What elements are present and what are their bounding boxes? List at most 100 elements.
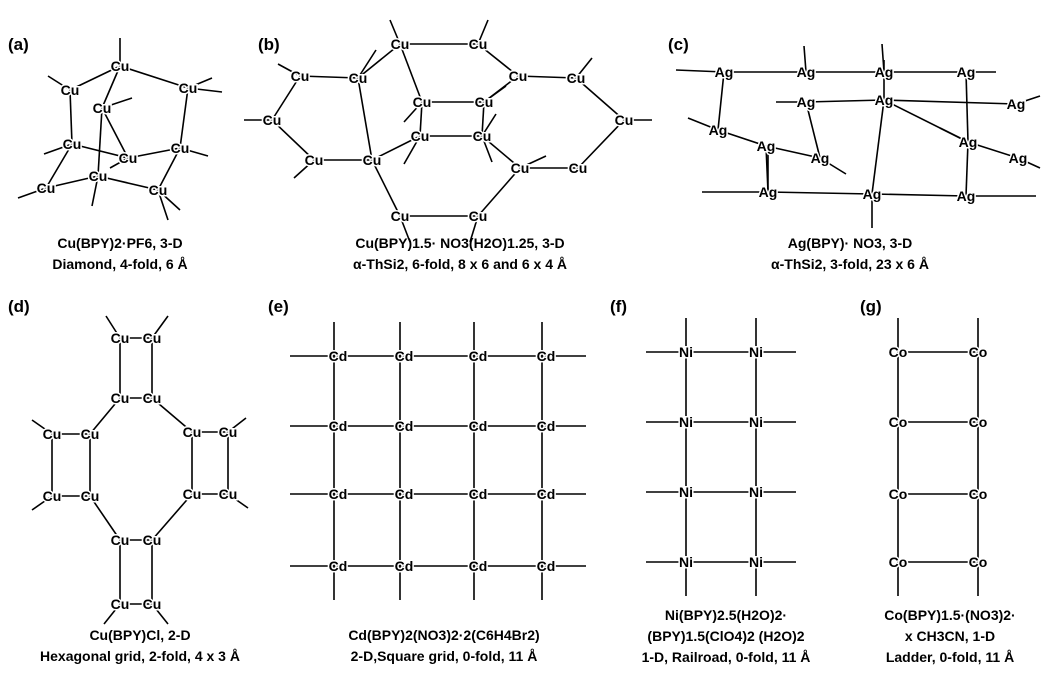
bond-stub: [101, 97, 133, 109]
atom-label-f: Ni: [679, 554, 693, 570]
bond-stub: [31, 419, 53, 435]
bond-line: [481, 101, 485, 137]
atom-label-e: Cd: [329, 418, 348, 434]
bond-line: [371, 159, 401, 217]
atom-label-d: Cu: [43, 426, 62, 442]
bond-lines: [17, 19, 1041, 625]
bond-stub: [819, 157, 847, 175]
bond-line: [179, 87, 189, 149]
caption-line-f: 1-D, Railroad, 0-fold, 11 Å: [642, 649, 811, 665]
atom-label-b: Cu: [263, 112, 282, 128]
bond-line: [45, 175, 99, 189]
bond-line: [97, 175, 159, 191]
atom-label-f: Ni: [749, 344, 763, 360]
bond-line: [577, 119, 625, 169]
bond-stub: [43, 143, 73, 155]
atom-label-g: Co: [969, 344, 988, 360]
atom-label-b: Cu: [511, 160, 530, 176]
atom-label-b: Cu: [391, 36, 410, 52]
atom-label-e: Cd: [537, 558, 556, 574]
caption-line-g: Co(BPY)1.5·(NO3)2·: [884, 607, 1015, 623]
atom-label-b: Cu: [469, 208, 488, 224]
bond-stub: [179, 147, 209, 157]
caption-line-e: Cd(BPY)2(NO3)2·2(C6H4Br2): [348, 627, 539, 643]
atom-label-e: Cd: [469, 558, 488, 574]
bond-line: [399, 43, 423, 103]
bond-stub: [187, 77, 213, 89]
bond-stub: [687, 117, 719, 131]
atom-label-c: Ag: [759, 184, 778, 200]
atom-label-a: Cu: [179, 80, 198, 96]
atom-label-e: Cd: [329, 486, 348, 502]
caption-line-c: Ag(BPY)· NO3, 3-D: [788, 235, 912, 251]
atom-label-b: Cu: [567, 70, 586, 86]
atom-label-d: Cu: [81, 426, 100, 442]
atom-label-d: Cu: [81, 488, 100, 504]
caption-line-g: x CH3CN, 1-D: [905, 628, 995, 644]
atom-label-d: Cu: [143, 596, 162, 612]
atom-label-b: Cu: [305, 152, 324, 168]
bond-stub: [31, 495, 53, 511]
panel-label-g: (g): [860, 297, 882, 316]
bond-line: [101, 65, 121, 109]
atom-label-d: Cu: [183, 486, 202, 502]
bond-line: [151, 397, 193, 433]
bond-stub: [47, 75, 71, 91]
atom-label-e: Cd: [395, 418, 414, 434]
bond-stub: [399, 215, 411, 243]
atom-label-b: Cu: [615, 112, 634, 128]
atom-label-a: Cu: [37, 180, 56, 196]
bond-stub: [157, 189, 181, 211]
bond-line: [965, 71, 969, 143]
bond-line: [271, 75, 301, 121]
caption-line-f: (BPY)1.5(ClO4)2 (H2O)2: [647, 628, 804, 644]
atom-label-e: Cd: [395, 558, 414, 574]
caption-line-d: Cu(BPY)Cl, 2-D: [89, 627, 190, 643]
atom-label-d: Cu: [111, 532, 130, 548]
atom-label-c: Ag: [757, 138, 776, 154]
atom-label-g: Co: [889, 344, 908, 360]
bond-stub: [277, 63, 301, 77]
atom-label-g: Co: [889, 486, 908, 502]
atom-label-c: Ag: [1009, 150, 1028, 166]
atom-label-a: Cu: [63, 136, 82, 152]
bond-stub: [105, 315, 121, 339]
bond-stub: [389, 19, 401, 45]
panel-label-e: (e): [268, 297, 289, 316]
atom-label-g: Co: [889, 554, 908, 570]
bond-line: [151, 493, 193, 541]
atom-label-c: Ag: [709, 122, 728, 138]
bond-stub: [1015, 95, 1041, 105]
bond-stub: [109, 157, 129, 169]
atom-label-d: Cu: [219, 486, 238, 502]
atom-label-c: Ag: [959, 134, 978, 150]
atom-label-c: Ag: [875, 92, 894, 108]
bond-line: [357, 77, 373, 161]
bond-line: [871, 99, 885, 195]
bond-line: [871, 193, 967, 197]
bond-line: [575, 77, 625, 121]
bond-stub: [469, 215, 479, 243]
bond-line: [967, 141, 1019, 159]
atom-label-e: Cd: [537, 418, 556, 434]
bond-stub: [1017, 157, 1041, 169]
bond-stub: [803, 45, 807, 73]
atom-label-d: Cu: [111, 596, 130, 612]
bond-stub: [157, 189, 169, 221]
atom-label-a: Cu: [61, 82, 80, 98]
panel-label-c: (c): [668, 35, 689, 54]
atom-label-e: Cd: [329, 348, 348, 364]
atom-label-f: Ni: [679, 414, 693, 430]
panel-label-b: (b): [258, 35, 280, 54]
bond-line: [765, 145, 821, 159]
bond-stub: [293, 159, 315, 179]
caption-line-a: Cu(BPY)2·PF6, 3-D: [57, 235, 182, 251]
bond-stub: [575, 57, 593, 79]
bond-line: [69, 89, 73, 145]
atom-label-e: Cd: [537, 348, 556, 364]
atom-label-c: Ag: [811, 150, 830, 166]
bond-line: [101, 107, 129, 159]
bond-stub: [357, 49, 377, 79]
atom-label-c: Ag: [1007, 96, 1026, 112]
